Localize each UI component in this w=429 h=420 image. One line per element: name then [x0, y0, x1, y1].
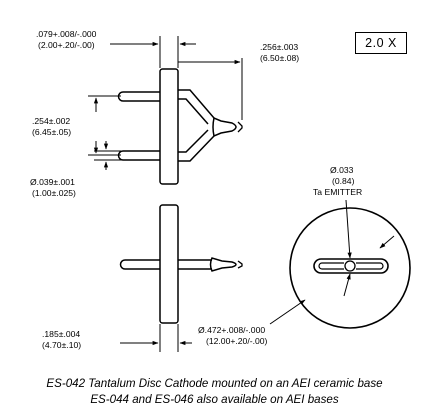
- scale-indicator: 2.0 X: [355, 32, 407, 54]
- caption-line-2: ES-044 and ES-046 also available on AEI …: [90, 393, 339, 406]
- lead-dia-mm-label: (1.00±.025): [32, 188, 76, 198]
- emitter-dia-mm-label: (0.84): [332, 176, 355, 186]
- base-thickness-label: .185±.004: [42, 329, 80, 339]
- lower-lead: [117, 150, 160, 161]
- base-thickness-mm-label: (4.70±.10): [42, 340, 81, 350]
- middle-view: [119, 204, 243, 324]
- emitter-dot: [344, 260, 356, 272]
- disc-dia-label: Ø.472+.008/-.000: [198, 325, 265, 335]
- upper-lead: [117, 91, 160, 102]
- emitter-label: Ta EMITTER: [313, 187, 362, 197]
- emitter-dia-label: Ø.033: [330, 165, 354, 175]
- lead-width-mm-label: (2.00+.20/-.00): [38, 40, 95, 50]
- lead-spacing-label: .254±.002: [32, 116, 70, 126]
- disc-dia-mm-label: (12.00+.20/-.00): [206, 336, 268, 346]
- dimension-labels: .079+.008/-.000 (2.00+.20/-.00) .256±.00…: [30, 29, 362, 350]
- dimension-lines: [88, 36, 395, 352]
- bent-lead-upper: [178, 89, 215, 125]
- middle-lead-left: [119, 259, 160, 270]
- lead-offset-label: .256±.003: [260, 42, 298, 52]
- emitter-cup: [212, 116, 237, 138]
- middle-emitter: [209, 257, 237, 272]
- front-view: [289, 207, 411, 329]
- ceramic-disc: [289, 207, 411, 329]
- bent-lead-lower: [178, 129, 215, 162]
- ceramic-base-side-2: [159, 204, 179, 324]
- top-view: [117, 68, 243, 185]
- lead-width-label: .079+.008/-.000: [36, 29, 97, 39]
- middle-lead-right: [178, 259, 212, 270]
- ceramic-base-side: [159, 68, 179, 185]
- lead-offset-mm-label: (6.50±.08): [260, 53, 299, 63]
- lead-spacing-mm-label: (6.45±.05): [32, 127, 71, 137]
- lead-dia-label: Ø.039±.001: [30, 177, 75, 187]
- emitter-slot: [313, 258, 389, 274]
- caption-line-1: ES-042 Tantalum Disc Cathode mounted on …: [46, 377, 383, 390]
